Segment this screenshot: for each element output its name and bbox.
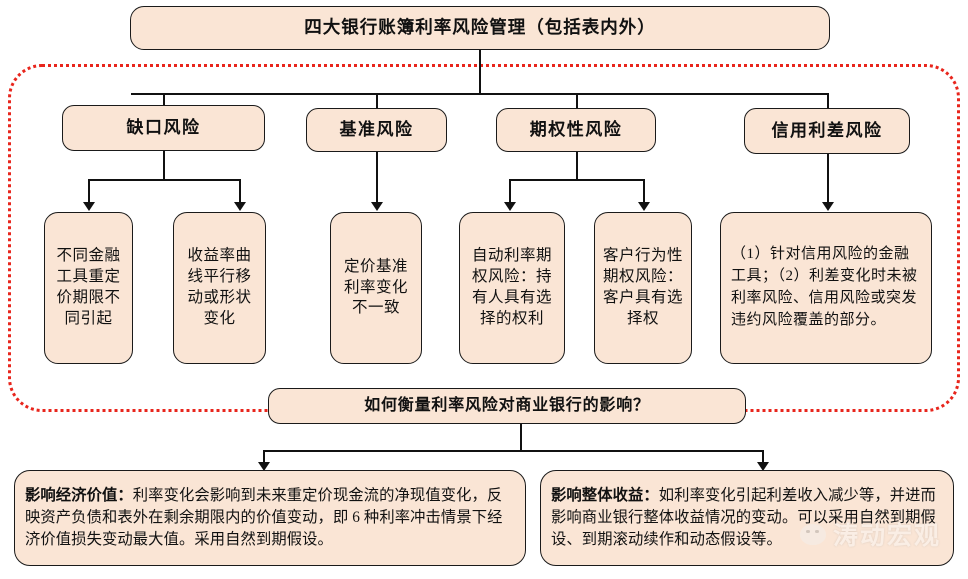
- connector-cat3-bus: [509, 179, 644, 181]
- arrow-to-leaf-1: [83, 202, 95, 211]
- connector-cat3-down: [576, 152, 578, 180]
- connector-cat2-down: [376, 152, 378, 204]
- leaf-label: 收益率曲线平行移动或形状变化: [187, 247, 252, 327]
- leaf-label: 客户行为性期权风险：客户具有选择权: [602, 247, 683, 327]
- connector-title-down: [479, 50, 481, 94]
- leaf-label: 定价基准利率变化不一致: [343, 257, 408, 317]
- outcome-text: 影响经济价值：利率变化会影响到未来重定价现金流的净现值变化，反映资产负债和表外在…: [15, 485, 525, 552]
- connector-cat3-leg-a: [509, 179, 511, 204]
- question-box: 如何衡量利率风险对商业银行的影响？: [268, 388, 746, 424]
- connector-cat1-bus: [88, 179, 240, 181]
- outcome-heading: 影响整体收益：: [551, 486, 659, 504]
- connector-to-outcome-1: [263, 450, 265, 466]
- category-box-gap-risk: 缺口风险: [62, 105, 265, 151]
- outcome-box-economic-value: 影响经济价值：利率变化会影响到未来重定价现金流的净现值变化，反映资产负债和表外在…: [14, 470, 526, 566]
- question-box-label: 如何衡量利率风险对商业银行的影响？: [364, 397, 650, 415]
- connector-to-cat-2: [376, 93, 378, 113]
- category-label: 信用利差风险: [771, 120, 883, 140]
- arrow-to-leaf-4: [504, 202, 516, 211]
- leaf-box-credit-spread-detail: （1）针对信用风险的金融工具；（2）利差变化时未被利率风险、信用风险或突发违约风…: [720, 212, 932, 364]
- arrow-to-leaf-3: [371, 202, 383, 211]
- connector-cat3-leg-b: [643, 179, 645, 204]
- category-label: 期权性风险: [529, 119, 623, 139]
- leaf-box-repricing-maturity: 不同金融工具重定价期限不同引起: [44, 212, 133, 364]
- outcome-text: 影响整体收益：如利率变化引起利差收入减少等，并进而影响商业银行整体收益情况的变动…: [541, 485, 953, 552]
- category-box-basis-risk: 基准风险: [306, 108, 447, 152]
- category-label: 基准风险: [339, 119, 414, 139]
- arrow-to-outcome-2: [757, 462, 769, 471]
- connector-question-bus: [263, 450, 763, 452]
- arrow-to-leaf-6: [822, 202, 834, 211]
- outcome-body: 利率变化会影响到未来重定价现金流的净现值变化，反映资产负债和表外在剩余期限内的价…: [25, 486, 503, 549]
- connector-cat4-down: [827, 154, 829, 204]
- connector-to-outcome-2: [762, 450, 764, 466]
- outcome-box-overall-earnings: 影响整体收益：如利率变化引起利差收入减少等，并进而影响商业银行整体收益情况的变动…: [540, 470, 954, 566]
- title-box-label: 四大银行账簿利率风险管理（包括表内外）: [304, 17, 656, 38]
- connector-cat1-leg-a: [88, 179, 90, 204]
- arrow-to-leaf-2: [234, 202, 246, 211]
- connector-to-cat-4: [827, 93, 829, 113]
- category-label: 缺口风险: [126, 117, 201, 137]
- outcome-heading: 影响经济价值：: [25, 486, 133, 504]
- connector-title-bus: [131, 93, 828, 95]
- leaf-label: （1）针对信用风险的金融工具；（2）利差变化时未被利率风险、信用风险或突发违约风…: [731, 246, 918, 328]
- connector-cat1-down: [163, 151, 165, 180]
- leaf-box-automatic-option: 自动利率期权风险：持有人具有选择的权利: [459, 212, 565, 364]
- connector-to-cat-3: [576, 93, 578, 113]
- arrow-to-leaf-5: [638, 202, 650, 211]
- outcome-body: 如利率变化引起利差收入减少等，并进而影响商业银行整体收益情况的变动。可以采用自然…: [551, 486, 936, 549]
- connector-cat1-leg-b: [239, 179, 241, 204]
- leaf-box-behavioral-option: 客户行为性期权风险：客户具有选择权: [594, 212, 692, 364]
- leaf-box-benchmark-rate: 定价基准利率变化不一致: [330, 212, 422, 364]
- category-box-credit-spread-risk: 信用利差风险: [744, 108, 910, 154]
- leaf-box-yield-curve: 收益率曲线平行移动或形状变化: [173, 212, 266, 364]
- arrow-to-outcome-1: [258, 462, 270, 471]
- category-box-option-risk: 期权性风险: [496, 108, 656, 152]
- leaf-label: 不同金融工具重定价期限不同引起: [56, 247, 121, 327]
- leaf-label: 自动利率期权风险：持有人具有选择的权利: [471, 247, 552, 327]
- title-box: 四大银行账簿利率风险管理（包括表内外）: [130, 6, 830, 50]
- connector-to-cat-1: [163, 93, 165, 113]
- connector-question-down: [520, 424, 522, 451]
